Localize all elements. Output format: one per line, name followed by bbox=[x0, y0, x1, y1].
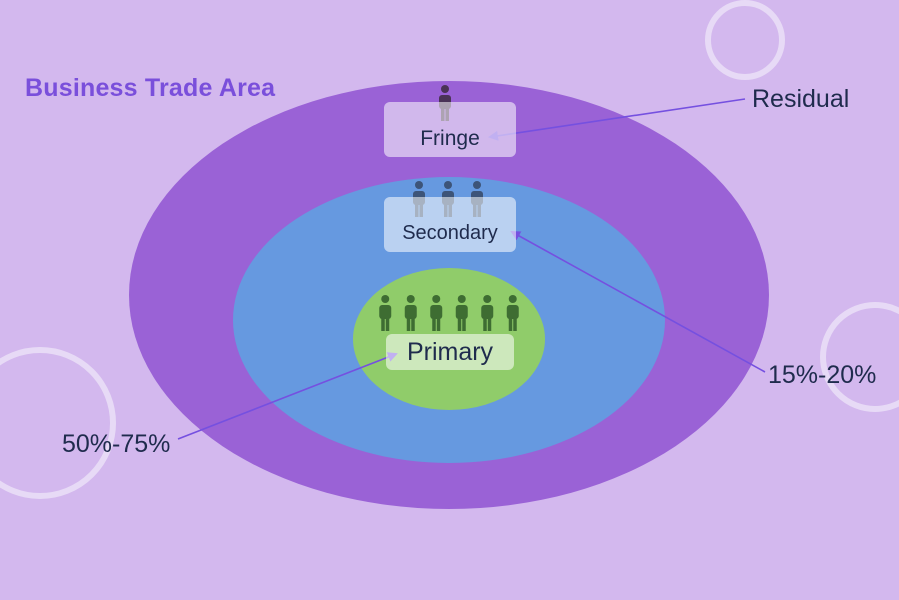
person-icon bbox=[481, 295, 494, 331]
fringe-label: Fringe bbox=[384, 102, 516, 157]
person-icon bbox=[455, 295, 468, 331]
person-icon bbox=[506, 295, 519, 331]
primary-people bbox=[379, 295, 519, 331]
person-icon bbox=[404, 295, 417, 331]
arrow-primary-share bbox=[177, 352, 398, 440]
residual-callout: Residual bbox=[752, 85, 850, 113]
arrow-secondary-share bbox=[510, 231, 766, 373]
diagram-title: Business Trade Area bbox=[25, 74, 276, 102]
secondary-share-callout: 15%-20% bbox=[768, 361, 877, 389]
primary-label: Primary bbox=[386, 334, 514, 370]
primary-share-callout: 50%-75% bbox=[62, 430, 171, 458]
decorative-ring bbox=[705, 0, 785, 80]
person-icon bbox=[430, 295, 443, 331]
person-icon bbox=[379, 295, 392, 331]
decorative-ring bbox=[0, 347, 116, 499]
decorative-ring bbox=[820, 302, 899, 412]
arrow-residual bbox=[488, 98, 746, 141]
secondary-label: Secondary bbox=[384, 197, 516, 252]
